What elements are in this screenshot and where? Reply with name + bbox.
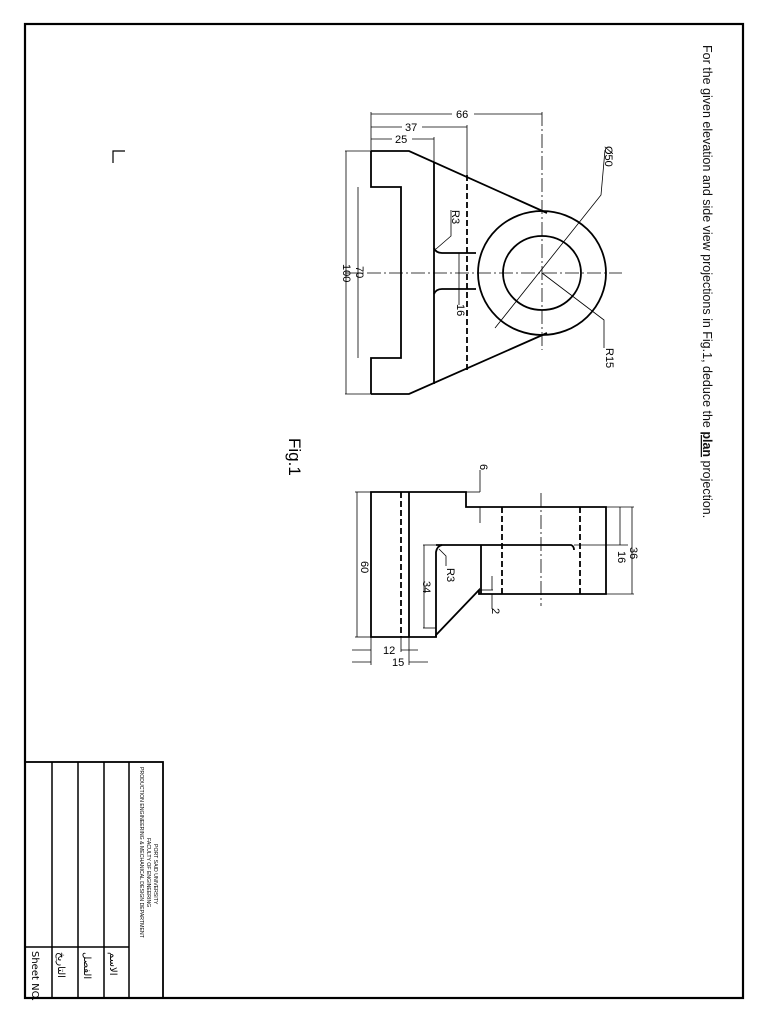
dim-12: 12 [383,645,395,657]
dim-r15: R15 [603,348,615,368]
side-rib-front [435,544,443,637]
elevation-rib-lower [433,288,476,295]
title-block: PORT SAID UNIVERSITY FACULTY OF ENGINEER… [24,761,164,1001]
field-class-label: الفصل [81,952,92,979]
svg-text:For the given elevation and si: For the given elevation and side view pr… [700,45,714,518]
dim-r3-side: R3 [444,568,456,582]
dim-66: 66 [456,109,468,121]
svg-text:Fig.1: Fig.1 [285,438,304,476]
elevation-backplate [370,151,402,394]
dim-100: 100 [340,264,352,282]
side-view: 6 36 16 60 34 R3 2 12 [352,464,639,669]
dim-34: 34 [420,581,432,593]
instruction-suffix: projection. [700,457,714,518]
sheet-border [23,22,745,1000]
dim-2: 2 [489,608,501,614]
department-name: PRODUCTION ENGINEERING & MECHANICAL DESI… [138,767,144,939]
instruction-emphasis: plan [700,431,714,457]
elevation-rib-upper [433,247,476,254]
elevation-taper-top [371,150,548,214]
dim-16-side: 16 [615,551,627,563]
dim-dia50: Ø50 [602,146,614,167]
instruction-prefix: For the given elevation and side view pr… [700,45,714,431]
elevation-taper-bottom [371,332,548,395]
field-date-label: التاريخ [55,952,66,978]
dim-15: 15 [392,657,404,669]
elevation-view: 66 37 25 100 70 R3 16 Ø50 R15 [340,107,622,395]
dim-70: 70 [353,266,365,278]
dim-r3-elevation: R3 [449,210,461,224]
side-rib-top [436,544,575,551]
field-name-label: الاسم [107,952,118,976]
faculty-name: FACULTY OF ENGINEERING [145,838,151,907]
university-name: PORT SAID UNIVERSITY [152,844,158,905]
figure-label: Fig.1 [285,438,304,476]
dim-37: 37 [405,122,417,134]
dim-36: 36 [627,547,639,559]
dim-60: 60 [358,561,370,573]
instruction-text: For the given elevation and side view pr… [700,45,714,518]
field-sheet-label: Sheet NO. [29,951,40,1001]
dim-6: 6 [477,464,489,470]
side-outline [370,491,607,638]
corner-mark [112,150,125,163]
dim-16-elevation: 16 [454,304,466,316]
dim-25: 25 [395,134,407,146]
